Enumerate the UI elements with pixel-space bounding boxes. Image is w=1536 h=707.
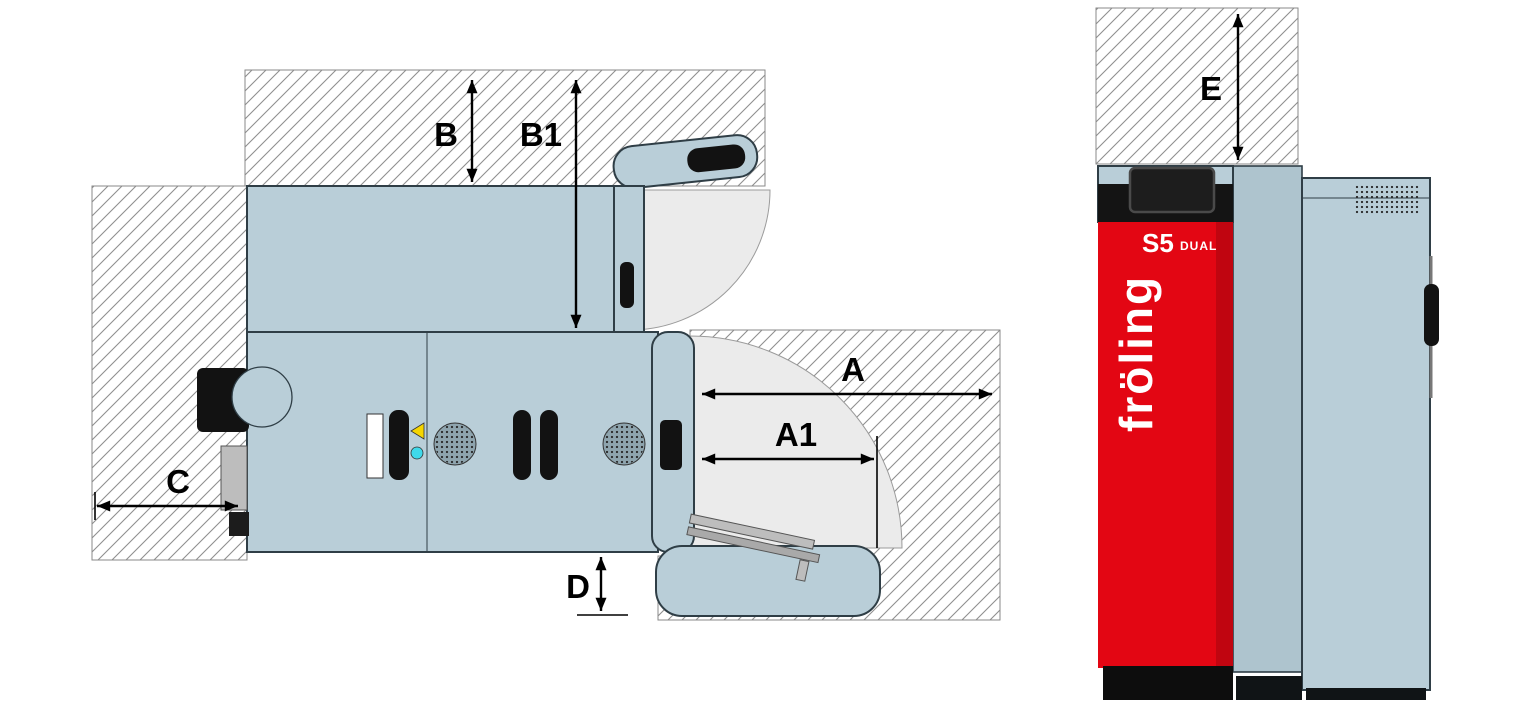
dim-label-E: E — [1200, 70, 1222, 107]
side-bracket — [220, 445, 248, 511]
door-handle-2 — [513, 410, 531, 480]
boiler-side-strip — [1232, 165, 1303, 673]
burner-flange — [231, 366, 293, 428]
vent-grille — [1354, 184, 1420, 214]
dim-label-B1: B1 — [520, 116, 562, 153]
hinge-arm-1 — [688, 513, 816, 550]
door-hinge-mechanism — [686, 513, 821, 582]
model-suffix-label: DUAL — [1180, 239, 1217, 253]
upper-column-handle — [620, 262, 634, 308]
dim-label-D: D — [566, 568, 590, 605]
dim-label-B: B — [434, 116, 458, 153]
brand-logo: fröling — [1110, 275, 1162, 432]
front-plinth — [1103, 666, 1233, 700]
fan-grille-2-dots — [604, 424, 644, 464]
lower-open-door — [655, 545, 881, 617]
boiler-upper-section — [246, 185, 615, 333]
fan-grille-1-dots — [435, 424, 475, 464]
front-view: E S5 DUAL fröling — [1095, 7, 1439, 700]
upper-door-handle — [687, 144, 746, 173]
hinge-pin — [795, 559, 810, 582]
door-handle-1 — [389, 410, 409, 480]
indicator-dot-icon — [410, 446, 424, 460]
hinge-arm-2 — [686, 526, 821, 564]
indicator-triangle-icon — [410, 422, 425, 440]
display-panel — [1128, 166, 1216, 214]
middle-plinth — [1236, 676, 1302, 700]
lower-frame-handle — [660, 420, 682, 470]
upper-open-door — [612, 134, 759, 190]
upper-door-swing-arc — [629, 189, 771, 331]
top-view: B B1 A A1 C D — [91, 69, 1001, 621]
side-door-handle — [1424, 284, 1439, 346]
dim-label-A: A — [841, 351, 865, 388]
door-handle-3 — [540, 410, 558, 480]
side-connector — [229, 512, 249, 536]
front-red-panel-shade — [1216, 222, 1233, 668]
upper-hinge-column — [613, 185, 645, 333]
wall-hatch-ceiling — [1095, 7, 1299, 165]
dim-label-A1: A1 — [775, 416, 817, 453]
boiler-rear-unit — [1301, 177, 1431, 691]
slot-window — [366, 413, 384, 479]
dim-label-C: C — [166, 463, 190, 500]
front-red-panel — [1098, 222, 1233, 668]
model-label: S5 — [1142, 228, 1174, 258]
rear-plinth — [1306, 688, 1426, 700]
